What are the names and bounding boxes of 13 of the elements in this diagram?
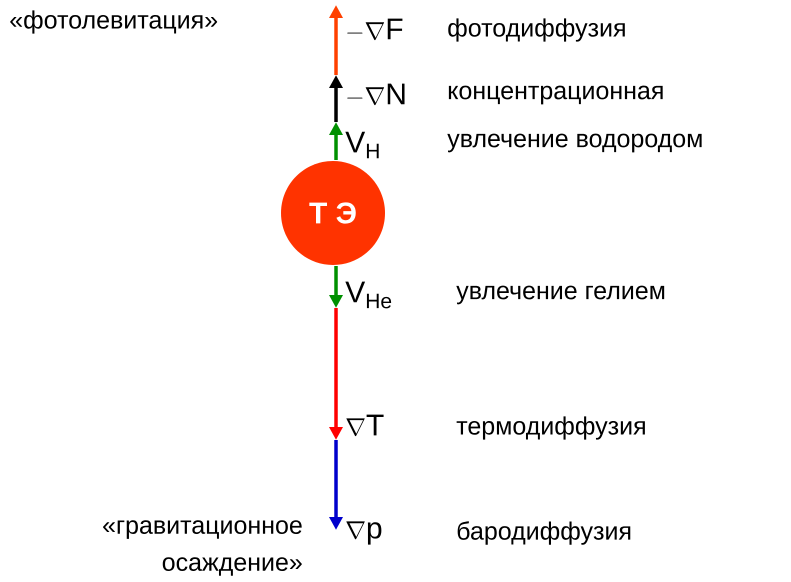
mechanism-label: увлечение гелием	[456, 286, 664, 304]
annotation-label: «гравитационное осаждение»	[103, 520, 302, 576]
mechanism-label: бародиффузия	[458, 521, 630, 545]
vector-symbol: $-\nabla \mathrm{N}$	[347, 84, 405, 106]
vector-symbol: $\mathrm{V}_{\mathrm{He}}$	[345, 282, 392, 308]
vector-symbol: $-\nabla \mathrm{F}$	[347, 18, 402, 40]
annotation-label: «фотолевитация»	[10, 10, 218, 34]
vector-symbol: $\nabla \mathrm{T}$	[346, 414, 384, 436]
vector-symbol: $\nabla \mathrm{p}$	[346, 521, 382, 545]
mechanism-label: фотодиффузия	[448, 18, 625, 42]
mechanism-label: концентрационная	[448, 86, 663, 104]
mechanism-label: термодиффузия	[456, 416, 645, 440]
mechanism-label: увлечение водородом	[447, 134, 702, 152]
